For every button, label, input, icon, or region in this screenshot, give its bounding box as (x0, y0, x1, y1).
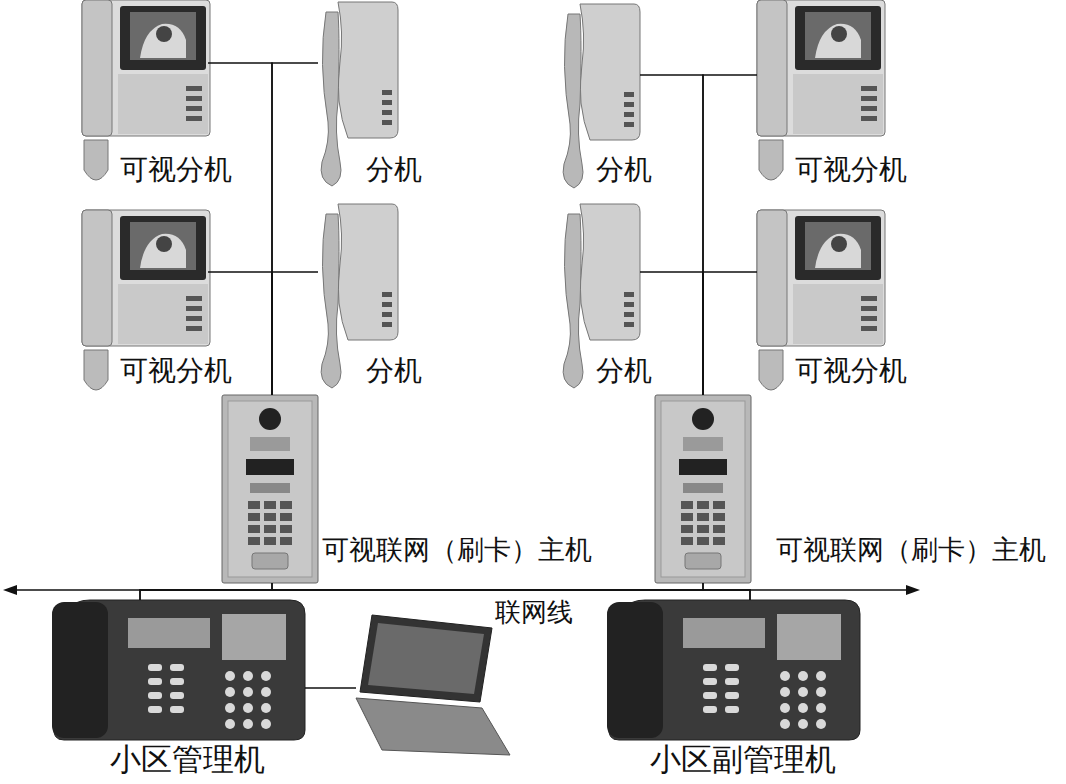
indoor-unit: 可视分机 (82, 0, 252, 194)
signal-wire (272, 63, 318, 395)
device-label: 小区管理机 (110, 742, 265, 778)
signal-wire (140, 583, 703, 600)
device-label: 可视分机 (120, 355, 232, 387)
device-label: 分机 (366, 154, 422, 186)
management-console: 小区副管理机 (605, 600, 865, 780)
indoor-unit: 可视分机 (757, 0, 927, 194)
indoor-unit: 可视分机 (82, 208, 252, 394)
door-station: 可视联网（刷卡）主机 (222, 395, 614, 583)
indoor-unit: 分机 (318, 0, 434, 194)
device-label: 可视联网（刷卡）主机 (322, 534, 592, 565)
management-console: 小区管理机 (50, 600, 305, 780)
signal-wire (703, 75, 757, 395)
device-label: 可视分机 (120, 154, 232, 186)
signal-wire (703, 272, 757, 395)
device-label: 可视分机 (795, 154, 907, 186)
device-label: 分机 (596, 154, 652, 186)
device-label: 小区副管理机 (650, 742, 836, 778)
signal-wire (208, 63, 272, 395)
device-label: 可视分机 (795, 355, 907, 387)
signal-wire (640, 75, 703, 395)
indoor-unit: 可视分机 (757, 208, 927, 394)
indoor-unit: 分机 (560, 0, 664, 194)
device-label: 分机 (596, 355, 652, 387)
device-label: 可视联网（刷卡）主机 (776, 534, 1046, 565)
signal-wire (140, 583, 272, 600)
door-station: 可视联网（刷卡）主机 (655, 395, 1055, 583)
signal-wire (703, 583, 750, 600)
bus-label: 联网线 (492, 598, 576, 628)
device-label: 分机 (366, 355, 422, 387)
signal-wire (272, 272, 318, 395)
indoor-unit: 分机 (318, 200, 434, 394)
indoor-unit: 分机 (560, 200, 664, 394)
